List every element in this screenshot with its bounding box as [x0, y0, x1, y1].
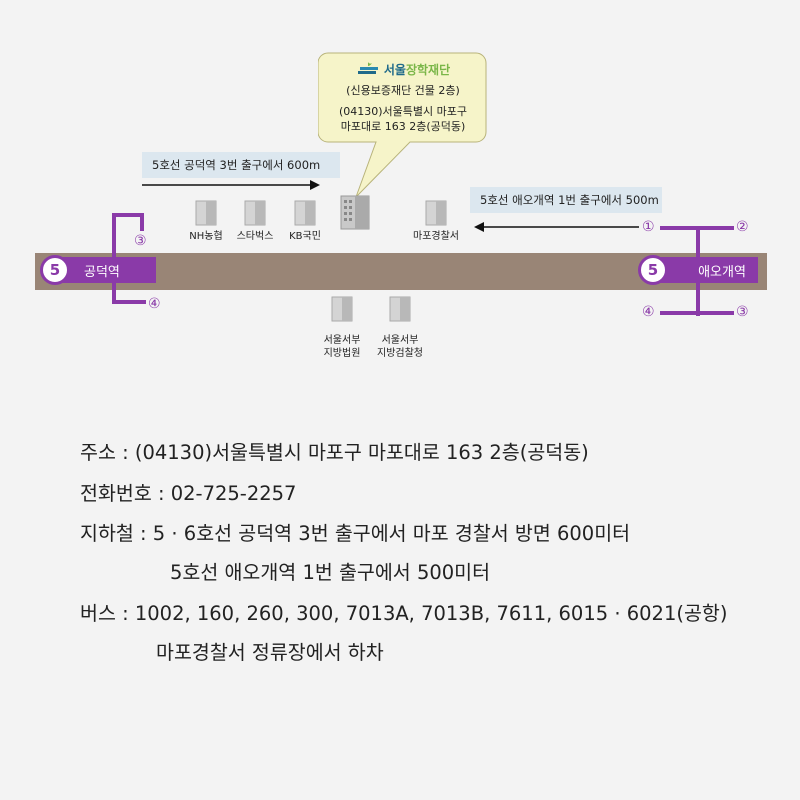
callout-address-line2: 마포대로 163 2층(공덕동): [340, 120, 466, 133]
exit-4-left: ④: [148, 296, 161, 312]
arrow-right-icon: [142, 180, 320, 190]
building-icon: [425, 200, 447, 226]
exit-2-right: ②: [736, 219, 749, 235]
exit-line: [112, 213, 144, 217]
building-court: 서울서부 지방법원: [312, 294, 372, 360]
exit-line: [112, 282, 116, 304]
logo-text-prefix: 서울: [383, 62, 406, 77]
label-nh: NH농협: [189, 231, 223, 242]
line5-badge-left: 5: [40, 255, 70, 285]
label-starbucks: 스타벅스: [236, 231, 274, 242]
info-bus-line1: 버스 : 1002, 160, 260, 300, 7013A, 7013B, …: [80, 602, 728, 625]
callout-building: (신용보증재단 건물 2층): [346, 84, 460, 97]
station-name-aeogae: 애오개역: [698, 264, 746, 280]
station-name-gongdeok: 공덕역: [84, 264, 120, 280]
label-prosecutor: 서울서부 지방검찰청: [377, 335, 423, 359]
building-icon: [389, 296, 411, 322]
exit-line: [112, 300, 146, 304]
exit-1-right: ①: [642, 219, 655, 235]
building-nh: NH농협: [176, 198, 236, 243]
building-icon: [294, 200, 316, 226]
building-icon: [331, 296, 353, 322]
exit-3-left: ③: [134, 233, 147, 249]
callout-bubble: [318, 52, 487, 198]
label-police: 마포경찰서: [413, 231, 459, 242]
label-court: 서울서부 지방법원: [323, 335, 361, 359]
info-subway-line1: 지하철 : 5 · 6호선 공덕역 3번 출구에서 마포 경찰서 방면 600미…: [80, 522, 631, 545]
callout-content: 서울장학재단 (신용보증재단 건물 2층) (04130)서울특별시 마포구 마…: [318, 58, 488, 134]
direction-label-right: 5호선 애오개역 1번 출구에서 500m: [470, 187, 662, 213]
info-address: 주소 : (04130)서울특별시 마포구 마포대로 163 2층(공덕동): [80, 441, 589, 464]
direction-label-left: 5호선 공덕역 3번 출구에서 600m: [142, 152, 340, 178]
label-kb: KB국민: [289, 231, 321, 242]
exit-3-right: ③: [736, 304, 749, 320]
book-icon: [357, 62, 378, 74]
building-icon: [195, 200, 217, 226]
logo-text-suffix: 장학재단: [405, 62, 451, 77]
info-phone: 전화번호 : 02-725-2257: [80, 482, 297, 505]
station-aeogae: 애오개역: [650, 257, 758, 283]
building-icon: [244, 200, 266, 226]
foundation-building-icon: [340, 195, 370, 230]
station-gongdeok: 공덕역: [52, 257, 156, 283]
building-prosecutor: 서울서부 지방검찰청: [370, 294, 430, 360]
building-starbucks: 스타벅스: [225, 198, 285, 243]
exit-4-right: ④: [642, 304, 655, 320]
exit-line: [660, 311, 734, 315]
info-subway-line2: 5호선 애오개역 1번 출구에서 500미터: [170, 561, 491, 584]
line5-badge-right: 5: [638, 255, 668, 285]
arrow-left-icon: [474, 222, 639, 232]
exit-line: [140, 213, 144, 231]
building-police: 마포경찰서: [406, 198, 466, 243]
building-kb: KB국민: [275, 198, 335, 243]
info-bus-line2: 마포경찰서 정류장에서 하차: [156, 641, 384, 664]
callout-address-line1: (04130)서울특별시 마포구: [338, 105, 468, 118]
exit-line: [112, 213, 116, 257]
foundation-logo: 서울장학재단: [318, 58, 488, 80]
